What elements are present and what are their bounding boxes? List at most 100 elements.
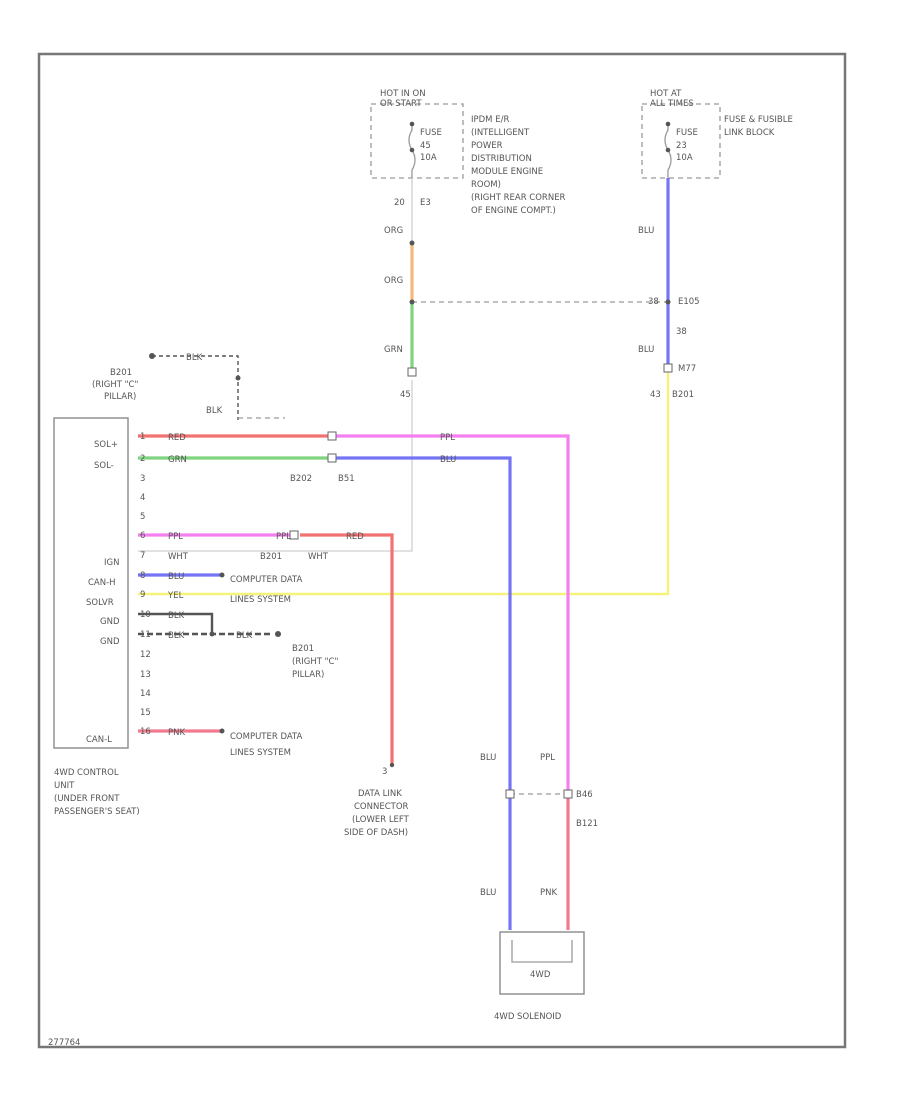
label-ecu-name-1: 4WD CONTROL xyxy=(54,768,119,778)
label-conn-b201: B201 xyxy=(672,390,694,400)
label-all-times: ALL TIMES xyxy=(650,99,694,109)
label-wire-blk-top: BLK xyxy=(186,353,203,363)
label-dlc-2: CONNECTOR xyxy=(354,802,409,812)
label-fuse-45-amp: 10A xyxy=(420,153,437,163)
label-wire-blu-8: BLU xyxy=(168,572,184,582)
label-pin-e3: E3 xyxy=(420,198,431,208)
label-ground-top-3: PILLAR) xyxy=(104,392,136,402)
label-conn-b121: B121 xyxy=(576,819,598,829)
wire-ppl-upper xyxy=(336,434,570,794)
label-dlc-4: SIDE OF DASH) xyxy=(344,828,408,838)
label-conn-b201-b: B201 xyxy=(260,552,282,562)
label-ipdm-4: DISTRIBUTION xyxy=(471,154,532,164)
label-pin-45: 45 xyxy=(400,390,411,400)
label-pin-12: 12 xyxy=(140,650,151,660)
label-cds-1b: LINES SYSTEM xyxy=(230,595,291,605)
label-wire-blu-low: BLU xyxy=(480,753,496,763)
fuse-23-symbol xyxy=(664,121,672,178)
label-wire-org-2: ORG xyxy=(384,276,403,286)
label-wire-blk-11: BLK xyxy=(168,631,185,641)
label-wire-org-1: ORG xyxy=(384,226,403,236)
label-hot-in-on: HOT IN ON xyxy=(380,89,426,99)
label-fuse-45-word: FUSE xyxy=(420,128,442,138)
label-pin-1: 1 xyxy=(140,432,145,442)
label-pin-15: 15 xyxy=(140,708,151,718)
label-pin-2: 2 xyxy=(140,454,145,464)
label-pin-38b: 38 xyxy=(676,327,687,337)
label-pin-8: 8 xyxy=(140,571,145,581)
4wd-solenoid-box xyxy=(499,931,585,995)
label-conn-b46: B46 xyxy=(576,790,593,800)
label-fuse-block-1: FUSE & FUSIBLE xyxy=(724,115,793,125)
label-conn-b51: B51 xyxy=(338,474,355,484)
label-pin-9: 9 xyxy=(140,590,145,600)
label-ground-top-1: B201 xyxy=(110,368,132,378)
label-fuse-block-2: LINK BLOCK xyxy=(724,128,775,138)
label-wire-blu-r1: BLU xyxy=(638,226,654,236)
label-cds-1a: COMPUTER DATA xyxy=(230,575,303,585)
label-pin-7: 7 xyxy=(140,551,145,561)
label-wire-ppl-low: PPL xyxy=(540,753,555,763)
label-conn-m77: M77 xyxy=(678,364,696,374)
label-ecu-name-2: UNIT xyxy=(54,781,75,791)
label-pin-43: 43 xyxy=(650,390,661,400)
label-ground-b-3: PILLAR) xyxy=(292,670,324,680)
label-ground-top-2: (RIGHT "C" xyxy=(92,380,138,390)
diagram-frame xyxy=(37,52,847,1049)
ipdm-fuse-box xyxy=(370,103,464,179)
label-fuse-45-num: 45 xyxy=(420,141,431,151)
wire-wht-ign xyxy=(138,380,413,552)
label-ipdm-7: (RIGHT REAR CORNER xyxy=(471,193,566,203)
label-conn-e105: E105 xyxy=(678,297,700,307)
label-pin-13: 13 xyxy=(140,670,151,680)
wire-blu-upper xyxy=(336,456,512,794)
label-cds-2b: LINES SYSTEM xyxy=(230,748,291,758)
label-ipdm-8: OF ENGINE COMPT.) xyxy=(471,206,556,216)
label-pin-14: 14 xyxy=(140,689,151,699)
label-wire-blk-10: BLK xyxy=(168,611,185,621)
label-ipdm-3: POWER xyxy=(471,141,503,151)
label-ecu-can-h: CAN-H xyxy=(88,578,116,588)
label-hot-at: HOT AT xyxy=(650,89,682,99)
wire-yel xyxy=(138,372,670,596)
label-ground-b-2: (RIGHT "C" xyxy=(292,657,338,667)
label-fuse-23-amp: 10A xyxy=(676,153,693,163)
label-wire-grn: GRN xyxy=(384,345,403,355)
label-or-start: OR START xyxy=(380,99,422,109)
label-pin-38: 38 xyxy=(648,297,659,307)
solenoid-coil xyxy=(511,940,573,963)
label-fuse-23-num: 23 xyxy=(676,141,687,151)
label-wire-blk-gnd: BLK xyxy=(236,631,253,641)
label-solenoid-name: 4WD SOLENOID xyxy=(494,1012,562,1022)
label-ipdm-5: MODULE ENGINE xyxy=(471,167,543,177)
fuse-45-symbol xyxy=(408,121,416,178)
label-pin-11: 11 xyxy=(140,630,151,640)
label-ecu-solvr: SOLVR xyxy=(86,598,114,608)
label-wire-blu-top: BLU xyxy=(440,455,456,465)
label-ecu-name-3: (UNDER FRONT xyxy=(54,794,120,804)
label-solenoid-inner: 4WD xyxy=(530,970,551,980)
label-ecu-name-4: PASSENGER'S SEAT) xyxy=(54,807,140,817)
label-wire-red-mid: RED xyxy=(346,532,364,542)
label-wire-pnk-16: PNK xyxy=(168,728,185,738)
label-wire-yel-9: YEL xyxy=(167,591,184,601)
label-ecu-sol-minus: SOL- xyxy=(94,461,114,471)
label-pin-5: 5 xyxy=(140,512,145,522)
label-dlc-1: DATA LINK xyxy=(358,789,402,799)
4wd-control-unit-box xyxy=(53,417,129,749)
label-ecu-ign: IGN xyxy=(104,558,119,568)
label-pin-10: 10 xyxy=(140,610,151,620)
wire-red-dlc xyxy=(300,533,394,765)
label-conn-b202: B202 xyxy=(290,474,312,484)
label-wire-blk-v: BLK xyxy=(206,406,223,416)
label-wire-red-1: RED xyxy=(168,433,186,443)
label-wire-ppl-6: PPL xyxy=(168,532,183,542)
label-ecu-sol-plus: SOL+ xyxy=(94,440,118,450)
label-fuse-23-word: FUSE xyxy=(676,128,698,138)
label-dlc-pin: 3 xyxy=(382,767,387,777)
label-wire-grn-2: GRN xyxy=(168,455,187,465)
label-ecu-gnd-1: GND xyxy=(100,617,120,627)
label-pin-3: 3 xyxy=(140,474,145,484)
label-ecu-can-l: CAN-L xyxy=(86,735,112,745)
